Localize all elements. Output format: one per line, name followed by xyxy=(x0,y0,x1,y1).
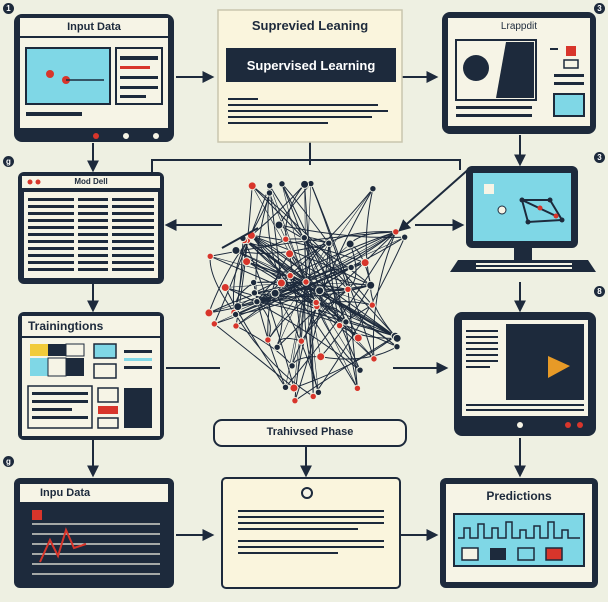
supervised-learning-document xyxy=(217,9,403,143)
neural-network xyxy=(204,179,409,405)
training-window xyxy=(18,312,164,440)
input-data-title: Input Data xyxy=(67,21,121,33)
input-data-chart-window xyxy=(14,478,174,588)
step-badge-monitor: 8 xyxy=(594,286,605,297)
supervised-learning-heading: Suprevied Leaning xyxy=(251,18,369,33)
training-window-title: Trainingtions xyxy=(28,319,104,333)
step-badge-bottom-left: g xyxy=(3,456,14,467)
model-window-title: Mod Dell xyxy=(74,177,108,186)
center-bottom-document xyxy=(221,477,401,589)
trained-phase-label: Trahivsed Phase xyxy=(266,426,354,438)
trained-phase-pill xyxy=(213,419,407,447)
laptop xyxy=(450,166,596,272)
top-right-window-title: Lrappdit xyxy=(500,21,538,32)
supervised-learning-banner: Supervised Learning xyxy=(246,58,376,73)
top-right-display-window xyxy=(442,12,596,134)
predictions-title: Predictions xyxy=(486,489,552,503)
input-data-bottom-title: Inpu Data xyxy=(40,487,91,499)
model-window xyxy=(18,172,164,284)
video-monitor xyxy=(454,312,596,436)
predictions-window xyxy=(440,478,598,588)
input-data-window xyxy=(14,14,174,142)
step-badge-model: g xyxy=(3,156,14,167)
step-badge-laptop: 3 xyxy=(594,152,605,163)
connector-arrows xyxy=(87,71,526,541)
step-badge-1: 1 xyxy=(3,3,14,14)
step-badge-top-right: 3 xyxy=(594,3,605,14)
